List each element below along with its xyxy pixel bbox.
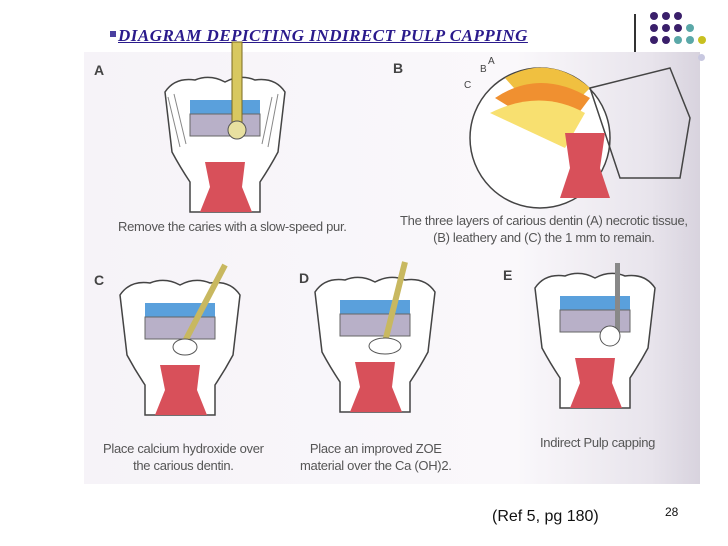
calcium-hydroxide-liner [172,338,198,356]
magnified-layers-diagram-b: A B C [464,56,691,209]
pulp-chamber [155,365,207,415]
dot [650,36,658,44]
callout-b: B [480,64,487,75]
slow-speed-bur [231,41,243,123]
panel-letter-e: E [503,267,513,283]
dot [698,54,705,61]
tooth-diagram-a [164,41,286,213]
panel-letter-b: B [393,60,404,76]
panel-letter-d: D [299,270,310,286]
instrument [382,261,408,343]
dot [698,36,706,44]
caption-line: Indirect Pulp capping [540,435,656,450]
caption-line: Place an improved ZOE [309,441,442,456]
dot [662,24,670,32]
enamel-layer [560,296,630,310]
enamel-layer [190,100,260,114]
caption-d: Place an improved ZOE material over the … [300,440,452,474]
zoe-material [368,337,402,355]
dot [650,24,658,32]
dot [674,36,682,44]
pulp-capping-material [599,325,621,347]
tooth-diagram-c [119,263,241,416]
reference-citation: (Ref 5, pg 180) [492,508,599,525]
enamel-layer [340,300,410,314]
remaining-layer [490,100,585,148]
pulp-chamber [570,358,622,408]
dot [662,12,670,20]
caption-line: (B) leathery and (C) the 1 mm to remain. [433,230,655,245]
tooth-diagram-e [534,263,656,409]
caption-line: The three layers of carious dentin (A) n… [400,213,688,228]
dentin-layer [339,313,411,337]
dentin-layer [189,113,261,137]
instrument [180,263,228,347]
caption-a: Remove the caries with a slow-speed pur. [118,218,347,235]
caption-line: the carious dentin. [133,458,234,473]
callout-a: A [488,56,495,67]
slide-title: DIAGRAM DEPICTING INDIRECT PULP CAPPING [118,26,528,45]
dentin-layer [144,316,216,340]
bur-head [227,120,247,140]
page-number: 28 [665,505,679,519]
title-bullet [110,31,116,37]
panel-letter-c: C [94,272,105,288]
pulp-chamber [350,362,402,412]
panel-letter-a: A [94,62,105,78]
pulp-chamber [200,162,252,212]
tooth-diagram-d [314,261,436,413]
caption-b: The three layers of carious dentin (A) n… [400,212,688,246]
caption-e: Indirect Pulp capping [540,434,655,451]
callout-c: C [464,80,471,91]
caption-line: Place calcium hydroxide over [103,441,264,456]
caption-c: Place calcium hydroxide over the carious… [103,440,264,474]
dot [674,12,682,20]
caption-line: Remove the caries with a slow-speed pur. [118,219,347,234]
dot [662,36,670,44]
header-divider [634,14,636,52]
dot [686,36,694,44]
dot [650,12,658,20]
dot [674,24,682,32]
caption-line: material over the Ca (OH)2. [300,458,452,473]
dot [686,24,694,32]
pulp-chamber-b [560,133,610,198]
instrument [615,263,620,338]
tooth-outline-b [589,67,691,179]
enamel-stripes [167,93,279,148]
